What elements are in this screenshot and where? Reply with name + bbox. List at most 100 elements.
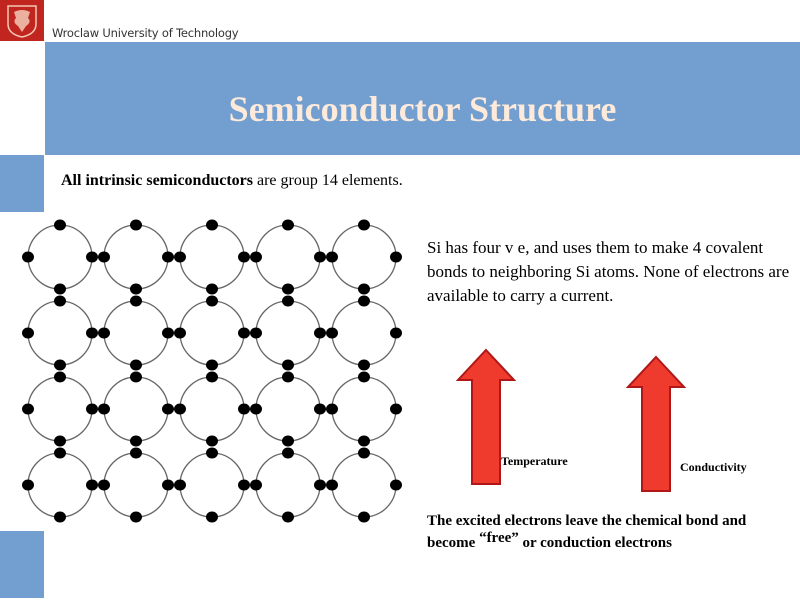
valence-electron: [238, 251, 250, 263]
valence-electron: [86, 327, 98, 339]
silicon-atom: [103, 300, 169, 366]
valence-electron: [162, 403, 174, 415]
valence-electron: [206, 447, 218, 459]
valence-electron: [282, 371, 294, 383]
valence-electron: [54, 295, 66, 307]
silicon-atom: [255, 452, 321, 518]
valence-electron: [282, 219, 294, 231]
silicon-atom: [27, 452, 93, 518]
silicon-atom: [103, 376, 169, 442]
silicon-lattice-diagram: [22, 219, 402, 523]
valence-electron: [22, 251, 34, 263]
valence-electron: [358, 435, 370, 447]
decorative-block-top: [0, 155, 44, 212]
silicon-atom: [179, 376, 245, 442]
intro-bold: All intrinsic semiconductors: [61, 172, 253, 189]
valence-electron: [54, 219, 66, 231]
eagle-crest-icon: [7, 5, 37, 38]
valence-electron: [314, 251, 326, 263]
valence-electron: [162, 251, 174, 263]
valence-electron: [238, 403, 250, 415]
valence-electron: [326, 327, 338, 339]
valence-electron: [390, 251, 402, 263]
bottom-free: “free”: [479, 530, 519, 546]
bottom-text: The excited electrons leave the chemical…: [427, 510, 797, 554]
silicon-atom: [331, 224, 397, 290]
valence-electron: [54, 359, 66, 371]
bottom-part2: or conduction electrons: [518, 535, 672, 551]
silicon-atom: [331, 376, 397, 442]
valence-electron: [54, 435, 66, 447]
valence-electron: [54, 447, 66, 459]
institution-name: Wroclaw University of Technology: [52, 26, 239, 40]
conductivity-arrow-icon: [625, 355, 687, 492]
valence-electron: [358, 295, 370, 307]
valence-electron: [314, 327, 326, 339]
valence-electron: [358, 511, 370, 523]
valence-electron: [130, 219, 142, 231]
valence-electron: [390, 327, 402, 339]
valence-electron: [174, 327, 186, 339]
valence-electron: [358, 371, 370, 383]
valence-electron: [206, 371, 218, 383]
valence-electron: [250, 251, 262, 263]
valence-electron: [358, 447, 370, 459]
conductivity-label: Conductivity: [680, 460, 747, 474]
valence-electron: [86, 251, 98, 263]
silicon-atom: [179, 300, 245, 366]
valence-electron: [282, 295, 294, 307]
valence-electron: [250, 403, 262, 415]
valence-electron: [98, 327, 110, 339]
valence-electron: [326, 479, 338, 491]
valence-electron: [22, 327, 34, 339]
valence-electron: [206, 511, 218, 523]
valence-electron: [130, 295, 142, 307]
valence-electron: [130, 283, 142, 295]
silicon-atom: [103, 452, 169, 518]
valence-electron: [250, 327, 262, 339]
valence-electron: [358, 219, 370, 231]
silicon-atom: [179, 452, 245, 518]
temperature-label: Temperature: [501, 454, 568, 468]
silicon-atom: [179, 224, 245, 290]
silicon-atom: [331, 452, 397, 518]
valence-electron: [162, 327, 174, 339]
valence-electron: [206, 359, 218, 371]
valence-electron: [282, 359, 294, 371]
silicon-atom: [255, 224, 321, 290]
valence-electron: [282, 435, 294, 447]
silicon-atom: [255, 300, 321, 366]
title-banner: [45, 42, 800, 155]
valence-electron: [130, 447, 142, 459]
valence-electron: [130, 371, 142, 383]
valence-electron: [174, 251, 186, 263]
valence-electron: [358, 359, 370, 371]
silicon-atom: [27, 224, 93, 290]
valence-electron: [162, 479, 174, 491]
valence-electron: [206, 295, 218, 307]
silicon-atom: [103, 224, 169, 290]
silicon-atom: [27, 300, 93, 366]
valence-electron: [86, 403, 98, 415]
intro-text: All intrinsic semiconductors are group 1…: [61, 172, 403, 190]
decorative-block-bottom: [0, 531, 44, 598]
valence-electron: [206, 283, 218, 295]
university-logo: [0, 0, 44, 41]
valence-electron: [238, 327, 250, 339]
valence-electron: [54, 283, 66, 295]
valence-electron: [282, 511, 294, 523]
valence-electron: [206, 219, 218, 231]
valence-electron: [250, 479, 262, 491]
silicon-atom: [27, 376, 93, 442]
valence-electron: [22, 403, 34, 415]
valence-electron: [314, 479, 326, 491]
valence-electron: [282, 447, 294, 459]
description-text: Si has four v e, and uses them to make 4…: [427, 238, 790, 305]
intro-rest: are group 14 elements.: [253, 172, 403, 189]
valence-electron: [54, 371, 66, 383]
valence-electron: [98, 251, 110, 263]
valence-electron: [174, 403, 186, 415]
silicon-atom: [255, 376, 321, 442]
valence-electron: [130, 359, 142, 371]
valence-electron: [86, 479, 98, 491]
